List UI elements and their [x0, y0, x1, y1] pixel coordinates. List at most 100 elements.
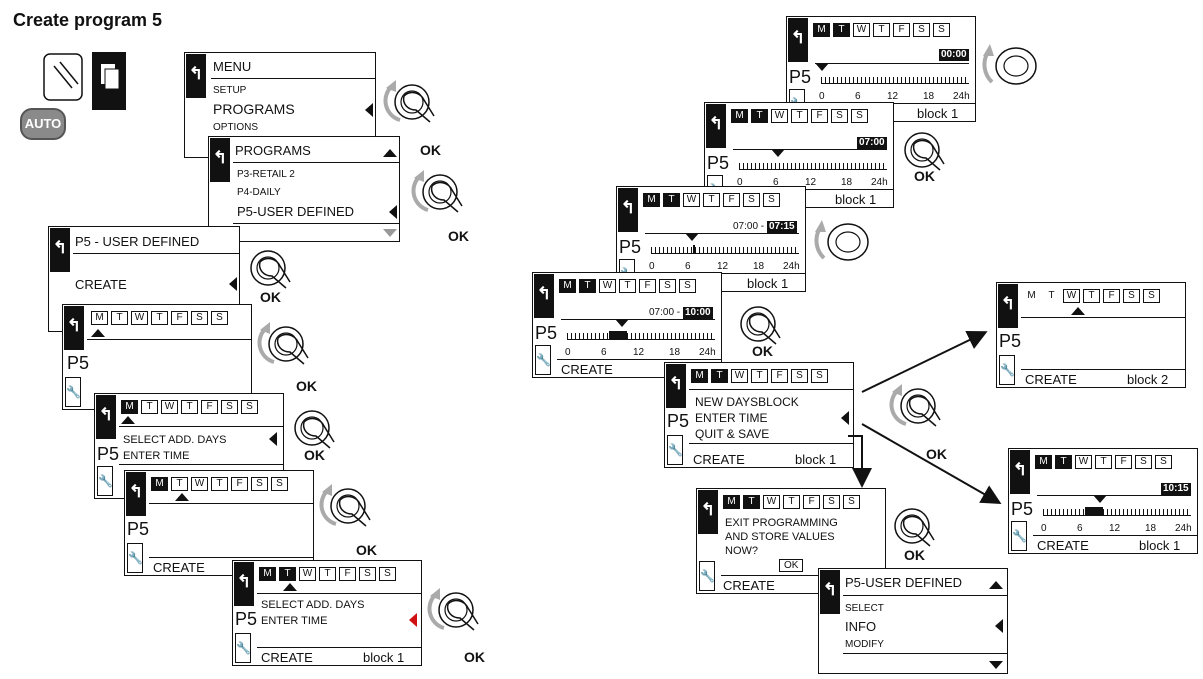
day-tue[interactable]: T	[833, 23, 850, 37]
day-sun[interactable]: S	[851, 109, 868, 123]
option-enter-time[interactable]: ENTER TIME	[695, 411, 768, 425]
day-sat[interactable]: S	[823, 495, 840, 509]
day-tue[interactable]: T	[743, 495, 760, 509]
select-add-days[interactable]: SELECT ADD. DAYS	[261, 599, 365, 611]
back-icon[interactable]: ↰	[698, 490, 718, 534]
enter-time[interactable]: ENTER TIME	[261, 615, 328, 627]
day-thu[interactable]: T	[1083, 289, 1100, 303]
select-add-days[interactable]: SELECT ADD. DAYS	[123, 434, 227, 446]
day-mon[interactable]: M	[259, 567, 276, 581]
day-thu[interactable]: T	[619, 279, 636, 293]
final-modify[interactable]: MODIFY	[845, 639, 884, 650]
day-sun[interactable]: S	[241, 400, 258, 414]
program-p5[interactable]: P5-USER DEFINED	[237, 204, 355, 219]
menu-programs[interactable]: PROGRAMS	[213, 101, 295, 117]
day-sat[interactable]: S	[831, 109, 848, 123]
program-p3[interactable]: P3-RETAIL 2	[237, 169, 295, 180]
back-icon[interactable]: ↰	[820, 570, 840, 614]
day-mon[interactable]: M	[723, 495, 740, 509]
wrench-icon[interactable]: 🔧	[999, 355, 1015, 385]
day-thu[interactable]: T	[783, 495, 800, 509]
scroll-down-icon[interactable]	[383, 229, 397, 237]
create-label[interactable]: CREATE	[693, 452, 745, 467]
day-fri[interactable]: F	[201, 400, 218, 414]
wrench-icon[interactable]: 🔧	[235, 633, 251, 663]
menu-options[interactable]: OPTIONS	[213, 122, 259, 133]
day-thu[interactable]: T	[1095, 455, 1112, 469]
wrench-icon[interactable]: 🔧	[667, 435, 683, 465]
day-fri[interactable]: F	[639, 279, 656, 293]
day-wed[interactable]: W	[299, 567, 316, 581]
day-fri[interactable]: F	[1103, 289, 1120, 303]
back-icon[interactable]: ↰	[50, 228, 70, 272]
day-sat[interactable]: S	[659, 279, 676, 293]
day-tue[interactable]: T	[1055, 455, 1072, 469]
day-sun[interactable]: S	[679, 279, 696, 293]
back-icon[interactable]: ↰	[210, 138, 230, 182]
day-tue[interactable]: T	[1048, 290, 1055, 301]
scroll-up-icon[interactable]	[383, 149, 397, 157]
wrench-icon[interactable]: 🔧	[65, 377, 81, 407]
day-sat[interactable]: S	[743, 193, 760, 207]
final-select[interactable]: SELECT	[845, 603, 884, 614]
day-thu[interactable]: T	[319, 567, 336, 581]
day-fri[interactable]: F	[1115, 455, 1132, 469]
create-label[interactable]: CREATE	[153, 560, 205, 575]
day-mon[interactable]: M	[121, 400, 138, 414]
day-thu[interactable]: T	[751, 369, 768, 383]
day-sat[interactable]: S	[191, 311, 208, 325]
wrench-icon[interactable]: 🔧	[1011, 521, 1027, 551]
day-sat[interactable]: S	[791, 369, 808, 383]
day-tue[interactable]: T	[579, 279, 596, 293]
day-mon[interactable]: M	[559, 279, 576, 293]
day-sun[interactable]: S	[1143, 289, 1160, 303]
back-icon[interactable]: ↰	[126, 472, 146, 516]
day-mon[interactable]: M	[731, 109, 748, 123]
day-fri[interactable]: F	[803, 495, 820, 509]
create-label[interactable]: CREATE	[1037, 538, 1089, 553]
day-sat[interactable]: S	[1135, 455, 1152, 469]
back-icon[interactable]: ↰	[534, 274, 554, 318]
back-icon[interactable]: ↰	[618, 188, 638, 232]
day-thu[interactable]: T	[211, 477, 228, 491]
day-wed[interactable]: W	[763, 495, 780, 509]
day-thu[interactable]: T	[791, 109, 808, 123]
wrench-icon[interactable]: 🔧	[699, 561, 715, 591]
create-label[interactable]: CREATE	[1025, 372, 1077, 387]
day-wed[interactable]: W	[731, 369, 748, 383]
day-sat[interactable]: S	[221, 400, 238, 414]
p5-create[interactable]: CREATE	[75, 277, 127, 292]
day-tue[interactable]: T	[663, 193, 680, 207]
day-wed[interactable]: W	[771, 109, 788, 123]
day-wed[interactable]: W	[1063, 289, 1080, 303]
day-fri[interactable]: F	[811, 109, 828, 123]
day-wed[interactable]: W	[1075, 455, 1092, 469]
back-icon[interactable]: ↰	[96, 395, 116, 439]
day-tue[interactable]: T	[711, 369, 728, 383]
day-sat[interactable]: S	[359, 567, 376, 581]
day-sun[interactable]: S	[379, 567, 396, 581]
create-label[interactable]: CREATE	[723, 578, 775, 593]
day-tue[interactable]: T	[111, 311, 128, 325]
day-thu[interactable]: T	[873, 23, 890, 37]
wrench-icon[interactable]: 🔧	[535, 345, 551, 375]
day-sat[interactable]: S	[251, 477, 268, 491]
back-icon[interactable]: ↰	[666, 364, 686, 408]
day-tue[interactable]: T	[141, 400, 158, 414]
day-wed[interactable]: W	[683, 193, 700, 207]
day-sun[interactable]: S	[843, 495, 860, 509]
option-quit-save[interactable]: QUIT & SAVE	[695, 427, 770, 441]
day-mon[interactable]: M	[691, 369, 708, 383]
wrench-icon[interactable]: 🔧	[97, 466, 113, 496]
menu-setup[interactable]: SETUP	[213, 85, 247, 96]
day-tue[interactable]: T	[279, 567, 296, 581]
day-fri[interactable]: F	[231, 477, 248, 491]
back-icon[interactable]: ↰	[706, 104, 726, 148]
back-icon[interactable]: ↰	[788, 18, 808, 62]
day-fri[interactable]: F	[893, 23, 910, 37]
program-p4[interactable]: P4-DAILY	[237, 187, 281, 198]
day-mon[interactable]: M	[643, 193, 660, 207]
back-icon[interactable]: ↰	[186, 54, 206, 98]
day-tue[interactable]: T	[171, 477, 188, 491]
day-thu[interactable]: T	[181, 400, 198, 414]
